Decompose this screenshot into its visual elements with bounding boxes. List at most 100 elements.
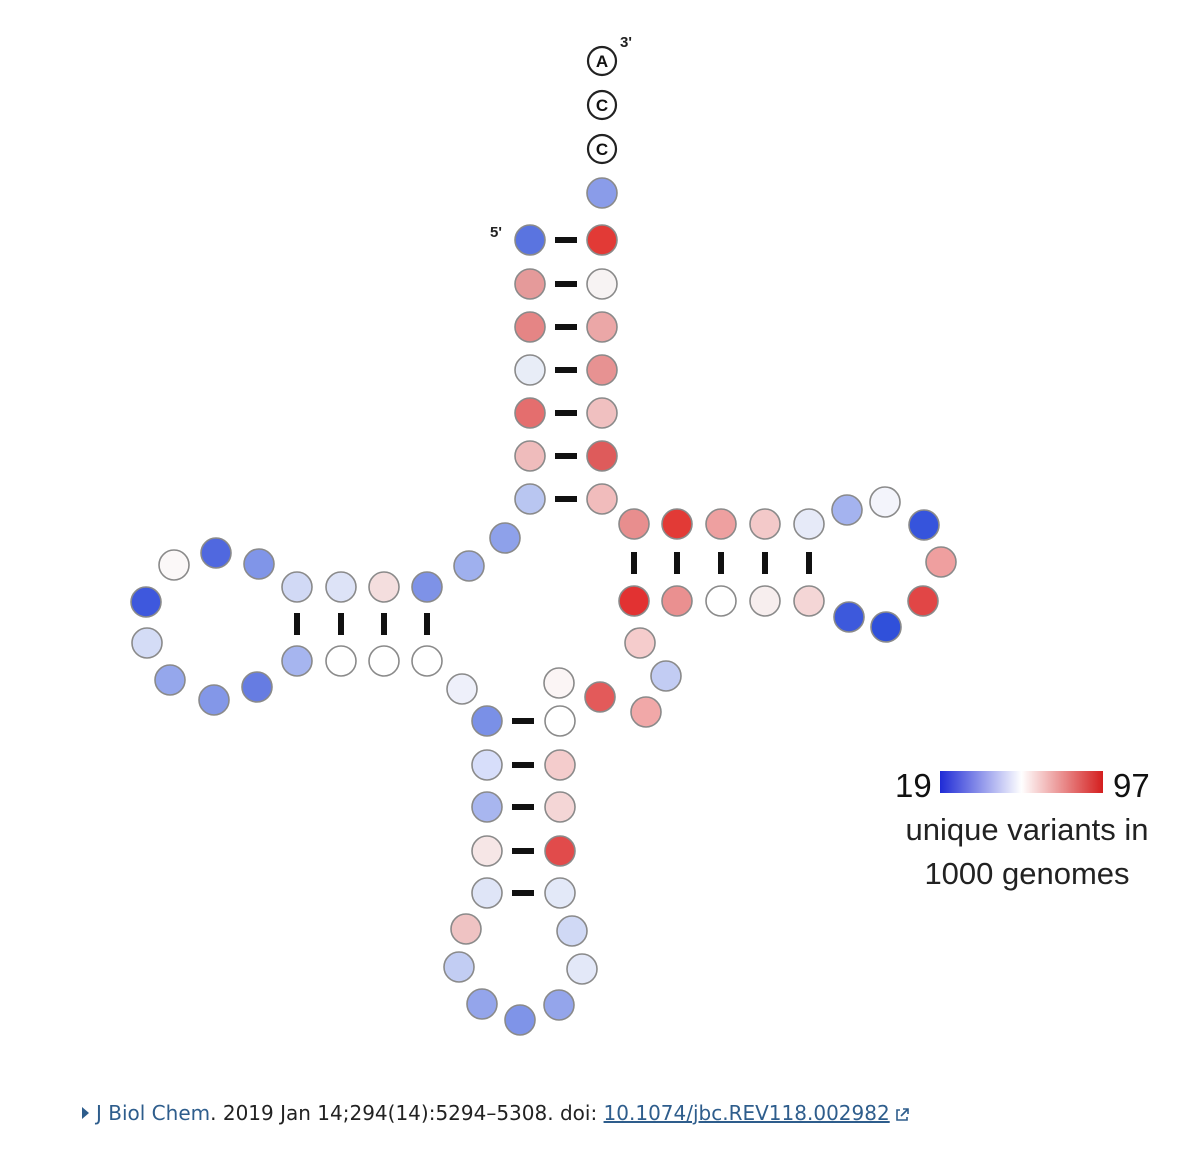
color-legend: 19 97 unique variants in 1000 genomes (895, 767, 1150, 891)
terminal-c-letter-2: C (596, 140, 608, 159)
nucleotide-circle (661, 508, 693, 540)
nucleotide-circle (471, 835, 503, 867)
nucleotide-circle (586, 224, 618, 256)
five-prime-label: 5' (490, 224, 502, 241)
nucleotide-circle (514, 354, 546, 386)
base-pair-bond (512, 848, 534, 854)
base-pair-bond (512, 762, 534, 768)
nucleotide-circle (446, 673, 478, 705)
nucleotide-circle (200, 537, 232, 569)
base-pair-bond (555, 324, 577, 330)
legend-gradient-bar (940, 771, 1103, 793)
terminal-c-circle-2 (586, 133, 618, 165)
base-pair-bond (555, 367, 577, 373)
nucleotide-circle (650, 660, 682, 692)
nucleotide-circle (749, 508, 781, 540)
nucleotide-circle (870, 611, 902, 643)
nucleotide-circle (514, 483, 546, 515)
nucleotide-circle (368, 645, 400, 677)
nucleotide-circle (466, 988, 498, 1020)
terminal-a-circle (586, 45, 618, 77)
nucleotide-circle (471, 877, 503, 909)
nucleotide-circle (154, 664, 186, 696)
nucleotide-circle (793, 508, 825, 540)
nucleotide-circle (586, 268, 618, 300)
nucleotide-circle (471, 791, 503, 823)
external-link-icon[interactable] (894, 1104, 910, 1128)
nucleotide-circle (749, 585, 781, 617)
legend-caption-line-1: unique variants in (906, 812, 1149, 847)
nucleotide-circle (586, 440, 618, 472)
nucleotide-circle (925, 546, 957, 578)
base-pair-bond (718, 552, 724, 574)
base-pair-bond (555, 410, 577, 416)
nucleotide-circle (556, 915, 588, 947)
nucleotide-circle (566, 953, 598, 985)
nucleotide-circle (243, 548, 275, 580)
nucleotide-circle (443, 951, 475, 983)
expand-triangle-icon[interactable] (82, 1107, 89, 1119)
legend-caption-line-2: 1000 genomes (924, 856, 1129, 891)
nucleotide-circle (907, 585, 939, 617)
nucleotide-circle (514, 311, 546, 343)
nucleotide-circle (325, 571, 357, 603)
nucleotide-circle (630, 696, 662, 728)
nucleotide-circle (586, 397, 618, 429)
base-pair-bond (555, 453, 577, 459)
nucleotide-circle (793, 585, 825, 617)
base-pair-bond (424, 613, 430, 635)
nucleotide-circle (544, 791, 576, 823)
nucleotide-circle (833, 601, 865, 633)
base-pair-bond (674, 552, 680, 574)
base-pair-bond (555, 237, 577, 243)
nucleotide-circle (325, 645, 357, 677)
trna-cloverleaf-diagram: A C C 3' 5' 19 97 unique variants in 100… (130, 34, 1150, 1036)
nucleotide-circle (544, 749, 576, 781)
nucleotide-circle (543, 667, 575, 699)
citation-details: . 2019 Jan 14;294(14):5294–5308. doi: (210, 1101, 604, 1125)
nucleotide-circle (586, 311, 618, 343)
base-pair-bond (512, 718, 534, 724)
nucleotide-circle (514, 224, 546, 256)
nucleotide-circle (241, 671, 273, 703)
nucleotide-circle (869, 486, 901, 518)
nucleotide-circle (586, 483, 618, 515)
nucleotide-circle (544, 835, 576, 867)
nucleotide-circle (198, 684, 230, 716)
base-pair-bond (381, 613, 387, 635)
citation-journal-link[interactable]: J Biol Chem (96, 1101, 211, 1125)
nucleotide-circle (618, 585, 650, 617)
terminal-c-circle-1 (586, 89, 618, 121)
nucleotide-circle (131, 627, 163, 659)
nucleotide-circle (504, 1004, 536, 1036)
nucleotide-circle (471, 749, 503, 781)
base-pair-bond (512, 804, 534, 810)
nucleotide-circle (450, 913, 482, 945)
base-pair-bond (555, 496, 577, 502)
nucleotide-circle (281, 645, 313, 677)
nucleotide-circle (514, 397, 546, 429)
nucleotide-circle (489, 522, 521, 554)
nucleotide-circles (130, 177, 957, 1036)
terminal-a-letter: A (596, 52, 608, 71)
nucleotide-circle (705, 508, 737, 540)
nucleotide-circle (514, 440, 546, 472)
nucleotide-circle (411, 571, 443, 603)
nucleotide-circle (544, 705, 576, 737)
doi-link[interactable]: 10.1074/jbc.REV118.002982 (603, 1101, 890, 1125)
nucleotide-circle (661, 585, 693, 617)
legend-max-label: 97 (1113, 767, 1150, 804)
nucleotide-circle (618, 508, 650, 540)
base-pair-bond (631, 552, 637, 574)
three-prime-label: 3' (620, 34, 632, 51)
nucleotide-circle (514, 268, 546, 300)
nucleotide-circle (368, 571, 400, 603)
base-pair-bond (338, 613, 344, 635)
base-pair-bonds (294, 237, 812, 896)
nucleotide-circle (130, 586, 162, 618)
cca-tail: A C C (586, 45, 618, 165)
base-pair-bond (806, 552, 812, 574)
base-pair-bond (762, 552, 768, 574)
nucleotide-circle (411, 645, 443, 677)
citation: J Biol Chem. 2019 Jan 14;294(14):5294–53… (82, 1101, 910, 1128)
